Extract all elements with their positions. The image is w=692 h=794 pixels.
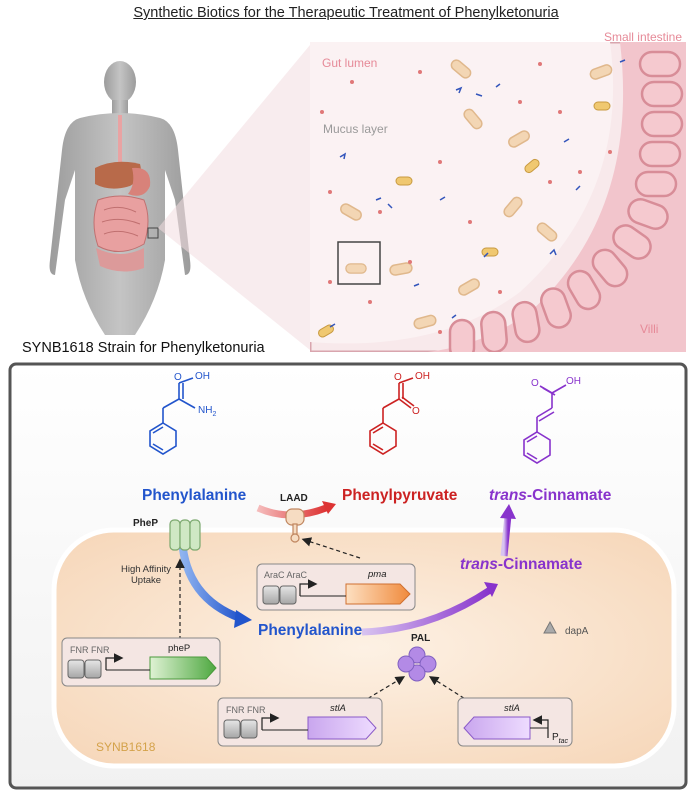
laad-label: LAAD (280, 493, 308, 504)
phenylpyruvate-label: Phenylpyruvate (342, 487, 458, 504)
ptac-promoter-label: Ptac (552, 732, 569, 745)
small-intestine-panel (310, 42, 686, 352)
trans-cinnamate-intracellular-label: trans-Cinnamate (460, 556, 583, 573)
mucus-layer-label: Mucus layer (323, 122, 388, 136)
pal-label: PAL (411, 633, 431, 644)
gut-lumen-label: Gut lumen (322, 56, 378, 70)
small-intestine-label: Small intestine (603, 30, 682, 44)
trans-cinnamate-extracellular-label: trans-Cinnamate (489, 487, 612, 504)
phep-label: PheP (133, 518, 159, 529)
tc-o-atom: O (531, 378, 539, 389)
ppy-oh-atom: OH (415, 371, 430, 382)
stla-fnr-gene-label: stlA (330, 703, 346, 714)
pma-promoter-label: AraC AraC (264, 570, 308, 580)
figure-title: Synthetic Biotics for the Therapeutic Tr… (133, 5, 559, 21)
phe-oh-atom: OH (195, 371, 210, 382)
phe-nh2-atom: NH2 (198, 405, 217, 418)
phenylalanine-extracellular-label: Phenylalanine (142, 487, 247, 504)
pma-gene-label: pma (368, 569, 387, 580)
villi-label: Villi (640, 322, 659, 336)
tc-oh-atom: OH (566, 376, 581, 387)
high-affinity-uptake-label: High Affinity Uptake (121, 564, 171, 586)
dapa-label: dapA (565, 626, 589, 637)
phep-gene-label: pheP (168, 643, 191, 654)
strain-section-title: SYNB1618 Strain for Phenylketonuria (22, 340, 265, 356)
phenylalanine-intracellular-label: Phenylalanine (258, 622, 363, 639)
human-body-illustration (49, 61, 191, 335)
ppy-ketone-o-atom: O (412, 406, 420, 417)
phe-o-atom: O (174, 372, 182, 383)
stla-ptac-gene-label: stlA (504, 703, 520, 714)
stla-fnr-promoter-label: FNR FNR (226, 705, 266, 715)
synb1618-cell-label: SYNB1618 (96, 740, 156, 754)
phep-promoter-label: FNR FNR (70, 645, 110, 655)
ppy-o-atom: O (394, 372, 402, 383)
